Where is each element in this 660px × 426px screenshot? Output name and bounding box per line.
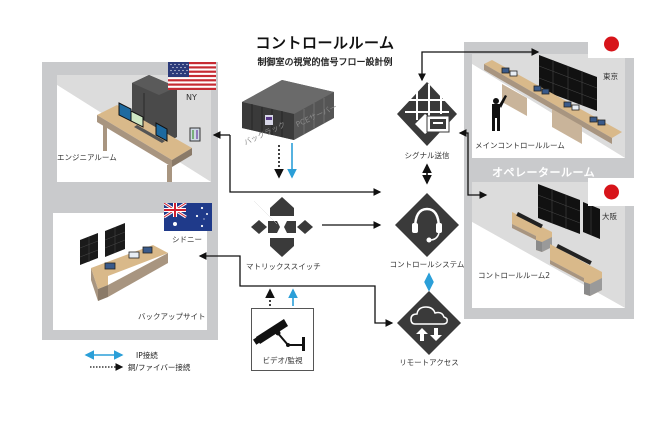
backup-room	[53, 213, 207, 330]
australia-flag-icon	[164, 203, 212, 231]
signal-node[interactable]	[395, 80, 459, 150]
cctv-camera-icon	[253, 319, 305, 351]
video-node-label: ビデオ/監視	[262, 356, 303, 365]
headset-icon	[395, 193, 459, 257]
operations-group-label: オペレータールーム	[492, 166, 596, 179]
japan-flag-icon	[588, 30, 635, 58]
cloud-transfer-icon	[397, 291, 461, 355]
backup-room-label: バックアップサイト	[138, 312, 206, 321]
backup-city-label: シドニー	[172, 235, 202, 244]
usa-flag-icon	[168, 62, 216, 90]
main-city-label: 東京	[603, 72, 618, 81]
legend-ip-label: IP接続	[136, 351, 158, 360]
japan-flag-icon-osaka	[588, 178, 635, 206]
engineering-room-illustration	[57, 75, 211, 182]
control-room-2-label: コントロールルーム2	[478, 271, 551, 280]
video-node[interactable]: ビデオ/監視	[251, 308, 314, 371]
remote-node-label: リモートアクセス	[399, 358, 459, 367]
matrix-node-label: マトリックススイッチ	[246, 262, 321, 271]
signal-distribution-icon	[397, 82, 457, 146]
engineering-city-label: NY	[186, 93, 197, 102]
signal-node-label: シグナル送信	[404, 151, 450, 160]
engineering-room-label: エンジニアルーム	[57, 153, 117, 162]
osaka-city-label: 大阪	[602, 212, 617, 221]
rack-server-illustration	[238, 70, 338, 140]
control-room-2-illustration	[472, 182, 625, 308]
control-node[interactable]	[395, 193, 459, 257]
diagram-subtitle: 制御室の視覚的信号フロー設計例	[257, 58, 393, 68]
matrix-switch-icon	[251, 197, 313, 257]
diagram-title: コントロールルーム	[255, 34, 395, 52]
main-control-room-label: メインコントロールルーム	[475, 141, 565, 150]
engineering-room	[57, 75, 211, 182]
remote-node[interactable]	[397, 291, 461, 355]
legend-copper-label: 銅/ファイバー接続	[128, 363, 191, 372]
control-node-label: コントロールシステム	[389, 260, 465, 269]
matrix-node[interactable]	[249, 196, 315, 258]
backup-room-illustration	[79, 223, 168, 301]
